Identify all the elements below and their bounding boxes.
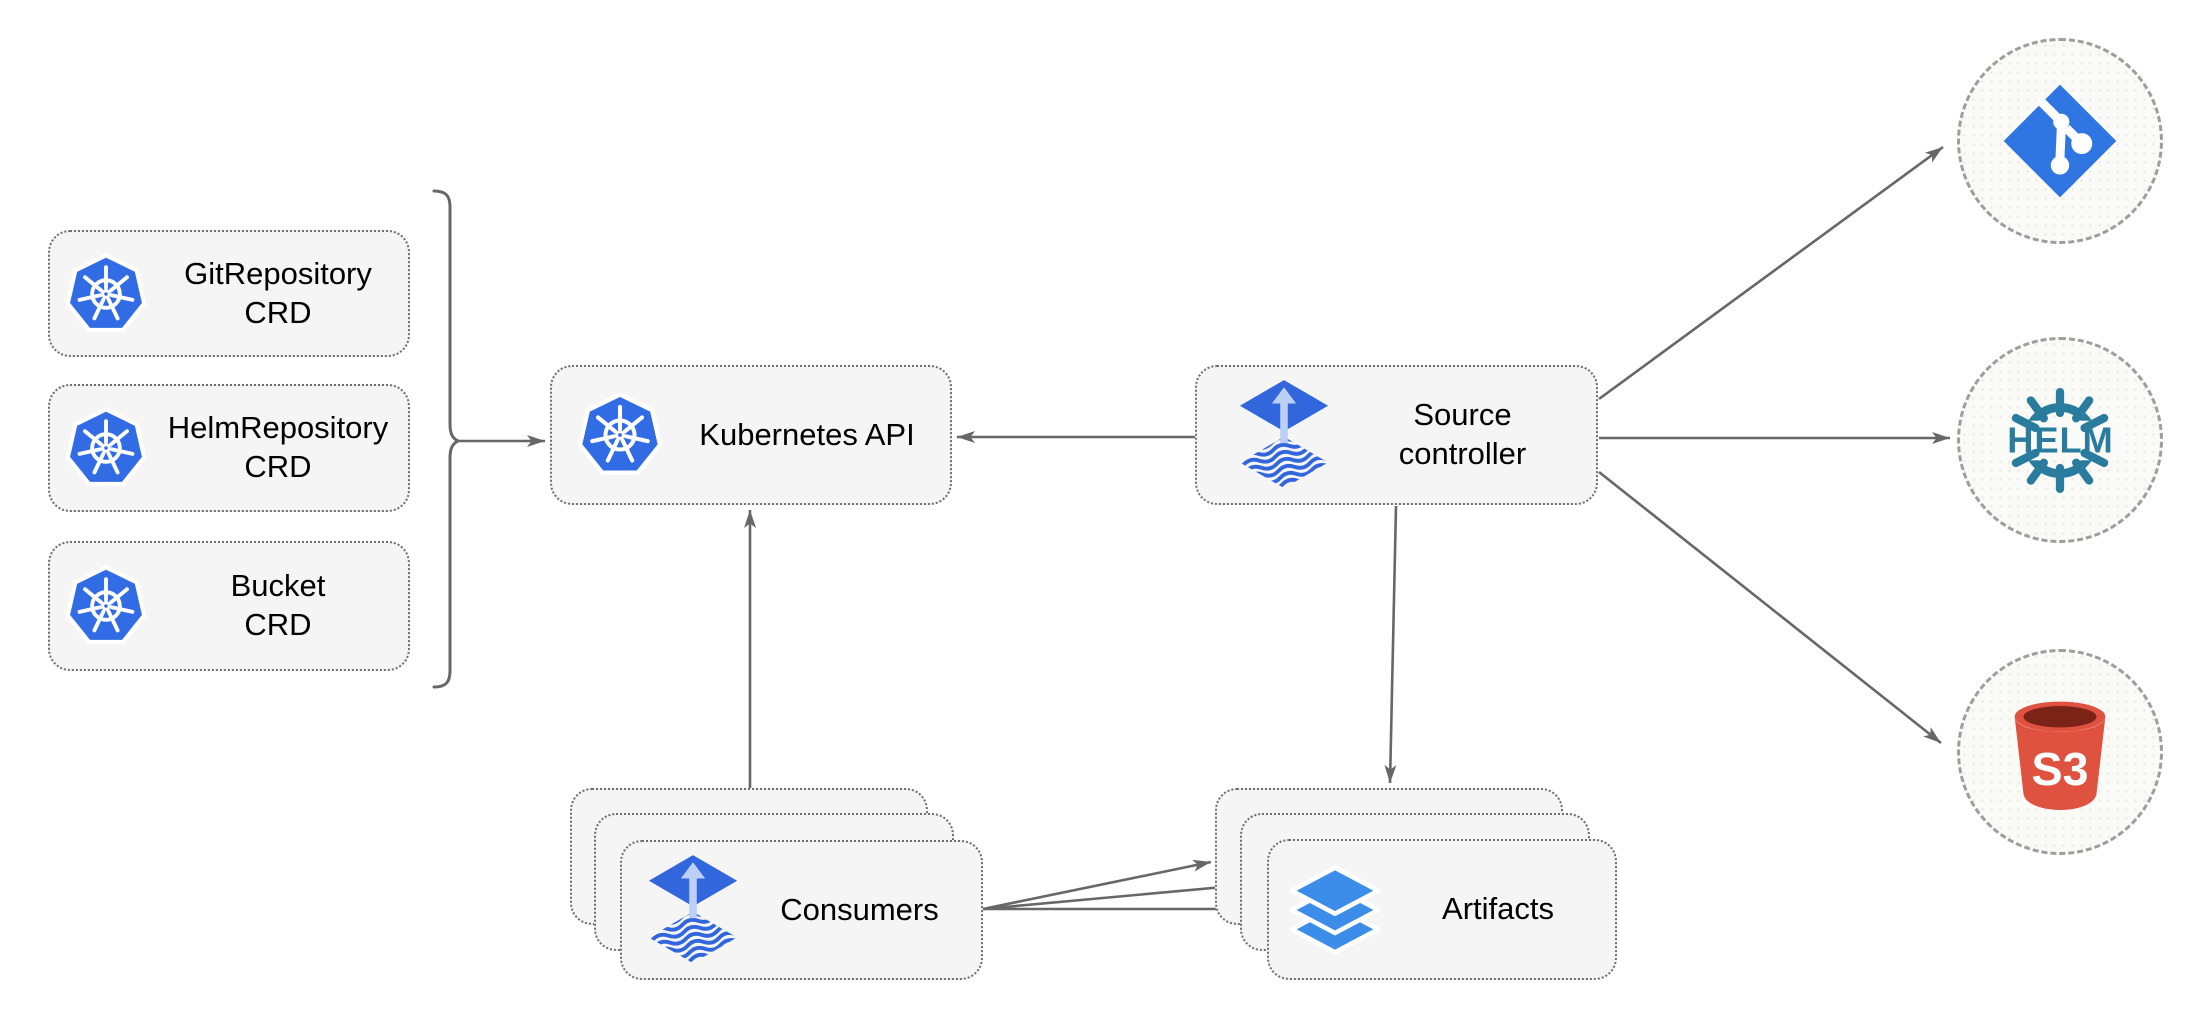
arrow-consumers-to-artifacts-2 <box>982 881 1235 911</box>
kubernetes-api-label: Kubernetes API <box>699 416 915 452</box>
arrow-consumers-to-artifacts-1 <box>982 859 1212 911</box>
node-source-controller: Source controller <box>1195 365 1598 505</box>
s3-label: S3 <box>2031 743 2088 795</box>
layers-icon <box>1289 864 1381 956</box>
source-controller-label: Source controller <box>1398 397 1527 471</box>
node-kubernetes-api: Kubernetes API <box>550 365 952 505</box>
artifacts-label: Artifacts <box>1442 891 1554 927</box>
node-gitrepository-crd: GitRepository CRD <box>48 230 410 357</box>
helm-label: HELM <box>2007 419 2113 460</box>
node-helmrepository-crd: HelmRepository CRD <box>48 384 410 512</box>
node-artifacts: Artifacts <box>1267 839 1617 980</box>
flux-icon <box>1239 379 1329 491</box>
crd-group-brace <box>432 189 462 689</box>
arrow-source-controller-to-s3 <box>1598 470 1942 745</box>
s3-bucket-icon: S3 <box>2014 701 2106 810</box>
kubernetes-icon <box>64 564 148 648</box>
node-git-repository <box>1957 38 2163 244</box>
kubernetes-icon <box>64 406 148 490</box>
consumers-label: Consumers <box>780 891 939 927</box>
helmrepository-crd-label: HelmRepository CRD <box>167 410 389 484</box>
node-consumers: Consumers <box>620 840 983 980</box>
kubernetes-icon <box>64 252 148 336</box>
kubernetes-icon <box>576 391 664 479</box>
flux-icon <box>648 854 738 966</box>
arrow-source-controller-to-artifacts <box>1384 505 1398 784</box>
arrow-source-controller-to-git <box>1598 145 1944 401</box>
node-helm-repository: HELM <box>1957 337 2163 543</box>
gitrepository-crd-label: GitRepository CRD <box>184 255 372 330</box>
node-bucket-crd: Bucket CRD <box>48 541 410 671</box>
bucket-crd-label: Bucket CRD <box>230 568 326 642</box>
helm-icon: HELM <box>1994 387 2126 493</box>
git-icon <box>2003 84 2117 198</box>
node-s3-bucket: S3 <box>1957 649 2163 855</box>
